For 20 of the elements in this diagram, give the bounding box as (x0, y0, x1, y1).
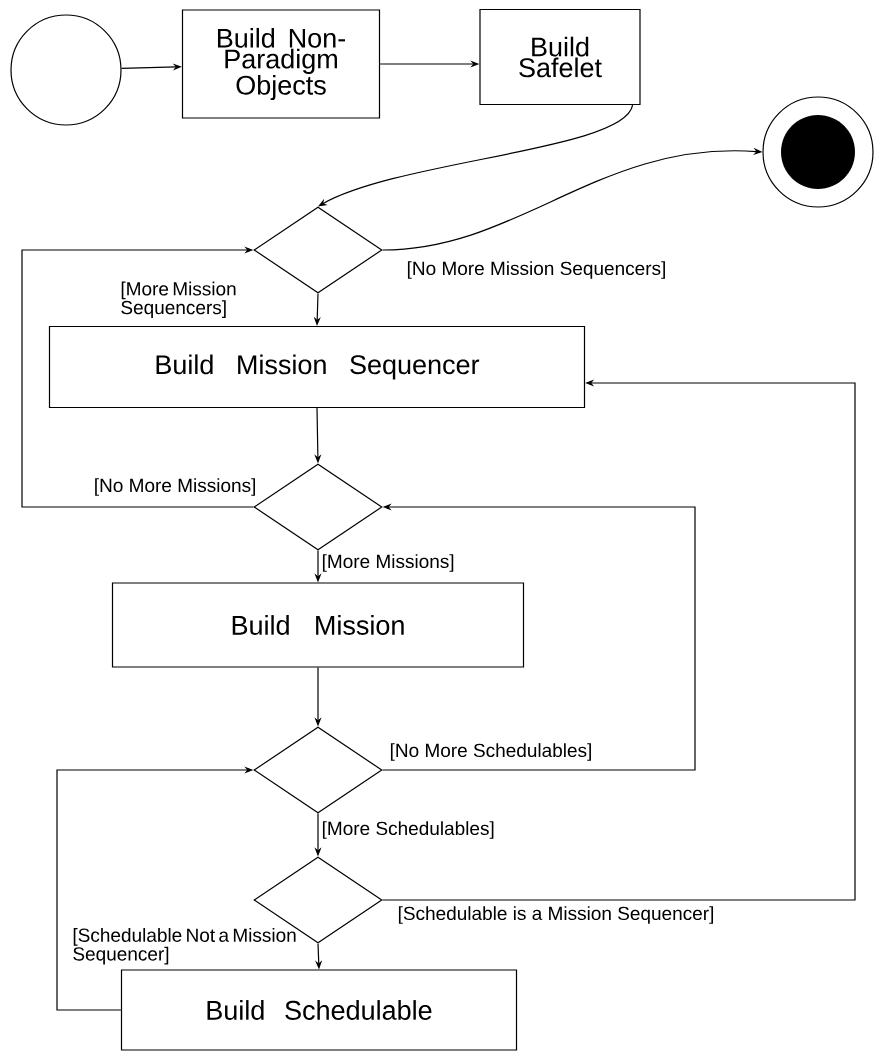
decision-diamond (253, 206, 383, 294)
edge-label: [More Missions] (322, 554, 454, 572)
action-box: Build Mission Sequencer (48, 325, 586, 409)
start-circle (10, 14, 122, 126)
arrow (318, 104, 634, 207)
arrow (21, 246, 254, 508)
end-circle (762, 96, 874, 208)
edge-label: [More Schedulables] (322, 821, 494, 839)
edge-label: [Schedulable Not a Mission Sequencer] (73, 928, 296, 965)
edge-label: [No More Missions] (95, 478, 255, 496)
edge-label: [Schedulable is a Mission Sequencer] (398, 906, 713, 924)
decision-diamond (253, 726, 383, 814)
action-box: Build Non-Paradigm Objects (181, 9, 381, 119)
decision-diamond (253, 463, 383, 551)
action-box: Build Safelet (479, 8, 641, 106)
edge-label: [No More Mission Sequencers] (407, 261, 665, 279)
action-box: Build Mission (111, 582, 525, 668)
edge-label: [No More Schedulables] (390, 743, 591, 761)
action-box: Build Schedulable (120, 969, 518, 1051)
edge-label: [More Mission Sequencers] (121, 281, 236, 318)
